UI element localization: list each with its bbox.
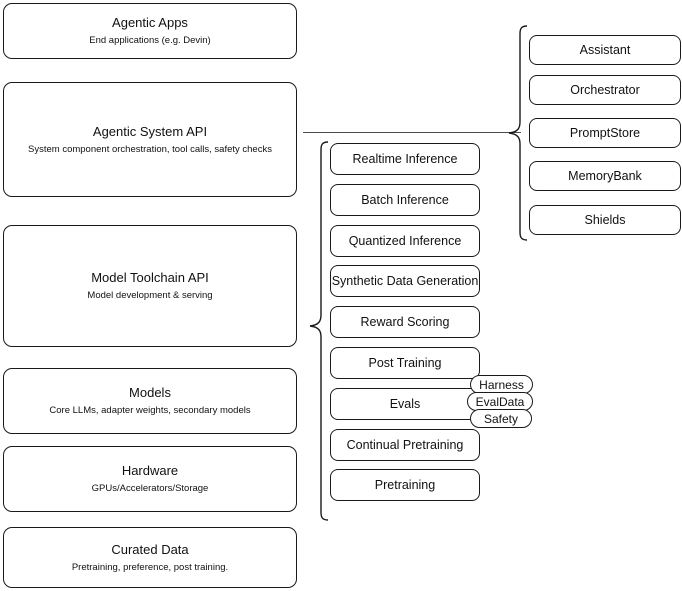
stack-box-title: Hardware bbox=[121, 463, 179, 478]
stack-box-title: Curated Data bbox=[111, 541, 189, 557]
toolchain-box-label: Pretraining bbox=[374, 478, 436, 492]
brace-toolchain-components bbox=[308, 140, 330, 522]
connector-system-api-to-components bbox=[303, 132, 521, 133]
system-box-label: Shields bbox=[584, 213, 626, 227]
toolchain-box-quantized-inference[interactable]: Quantized Inference bbox=[330, 225, 480, 257]
toolchain-box-label: Continual Pretraining bbox=[346, 438, 464, 452]
system-box-label: Orchestrator bbox=[570, 83, 640, 97]
stack-box-curated-data[interactable]: Curated Data Pretraining, preference, po… bbox=[3, 527, 297, 588]
stack-box-hardware[interactable]: Hardware GPUs/Accelerators/Storage bbox=[3, 446, 297, 512]
toolchain-box-reward-scoring[interactable]: Reward Scoring bbox=[330, 306, 480, 338]
stack-box-subtitle: Core LLMs, adapter weights, secondary mo… bbox=[49, 405, 251, 416]
stack-box-subtitle: Pretraining, preference, post training. bbox=[71, 561, 229, 573]
system-box-label: PromptStore bbox=[569, 126, 641, 140]
system-box-orchestrator[interactable]: Orchestrator bbox=[529, 75, 681, 105]
toolchain-box-label: Quantized Inference bbox=[348, 234, 462, 248]
evals-pill-evaldata[interactable]: EvalData bbox=[467, 392, 533, 411]
system-box-label: MemoryBank bbox=[568, 169, 642, 183]
stack-box-agentic-system-api[interactable]: Agentic System API System component orch… bbox=[3, 82, 297, 197]
toolchain-box-label: Evals bbox=[389, 397, 421, 411]
toolchain-box-batch-inference[interactable]: Batch Inference bbox=[330, 184, 480, 216]
toolchain-box-label: Realtime Inference bbox=[352, 152, 458, 166]
stack-box-title: Models bbox=[129, 385, 171, 400]
toolchain-box-realtime-inference[interactable]: Realtime Inference bbox=[330, 143, 480, 175]
stack-box-agentic-apps[interactable]: Agentic Apps End applications (e.g. Devi… bbox=[3, 3, 297, 59]
toolchain-box-continual-pretraining[interactable]: Continual Pretraining bbox=[330, 429, 480, 461]
stack-box-models[interactable]: Models Core LLMs, adapter weights, secon… bbox=[3, 368, 297, 434]
system-box-shields[interactable]: Shields bbox=[529, 205, 681, 235]
stack-box-title: Model Toolchain API bbox=[91, 270, 209, 285]
evals-pill-safety[interactable]: Safety bbox=[470, 409, 532, 428]
stack-box-title: Agentic System API bbox=[92, 123, 208, 139]
system-box-label: Assistant bbox=[579, 43, 631, 57]
toolchain-box-pretraining[interactable]: Pretraining bbox=[330, 469, 480, 501]
toolchain-box-label: Post Training bbox=[368, 356, 442, 370]
stack-box-subtitle: System component orchestration, tool cal… bbox=[28, 143, 272, 155]
stack-box-subtitle: GPUs/Accelerators/Storage bbox=[91, 483, 209, 494]
stack-box-title: Agentic Apps bbox=[112, 15, 188, 30]
toolchain-box-label: Reward Scoring bbox=[360, 315, 450, 329]
stack-box-model-toolchain-api[interactable]: Model Toolchain API Model development & … bbox=[3, 225, 297, 347]
toolchain-box-post-training[interactable]: Post Training bbox=[330, 347, 480, 379]
brace-system-components bbox=[507, 24, 529, 242]
stack-box-subtitle: Model development & serving bbox=[87, 290, 213, 301]
system-box-assistant[interactable]: Assistant bbox=[529, 35, 681, 65]
system-box-promptstore[interactable]: PromptStore bbox=[529, 118, 681, 148]
toolchain-box-label: Synthetic Data Generation bbox=[331, 274, 479, 288]
system-box-memorybank[interactable]: MemoryBank bbox=[529, 161, 681, 191]
stack-box-subtitle: End applications (e.g. Devin) bbox=[89, 35, 211, 46]
toolchain-box-synthetic-data-generation[interactable]: Synthetic Data Generation bbox=[330, 265, 480, 297]
toolchain-box-evals[interactable]: Evals bbox=[330, 388, 480, 420]
toolchain-box-label: Batch Inference bbox=[361, 193, 449, 207]
